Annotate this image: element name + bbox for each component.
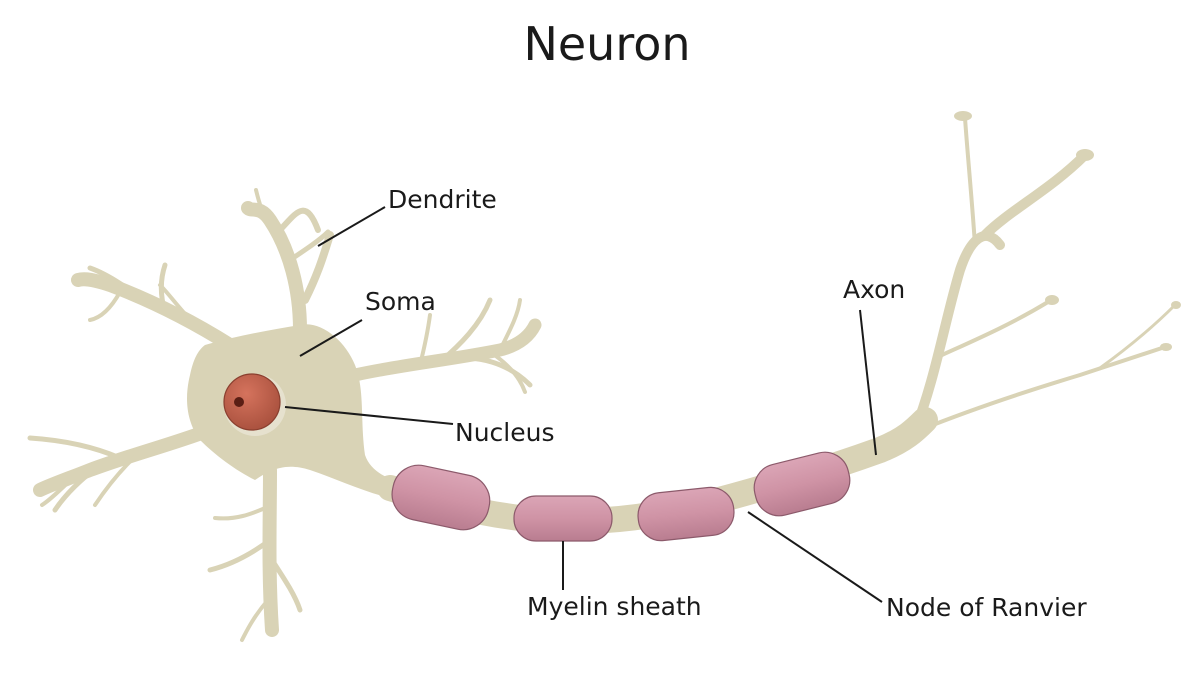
nucleus-leader bbox=[284, 406, 454, 425]
label-axon: Axon bbox=[843, 275, 905, 304]
nucleolus bbox=[234, 397, 244, 407]
axon-terminal-bulbs bbox=[954, 111, 1181, 351]
soma-leader bbox=[299, 319, 363, 357]
label-node-of-ranvier: Node of Ranvier bbox=[886, 593, 1087, 622]
label-myelin-sheath: Myelin sheath bbox=[527, 592, 702, 621]
myelin-segment bbox=[753, 451, 851, 517]
node-of-ranvier-leader bbox=[747, 511, 883, 603]
soma-body bbox=[187, 324, 400, 500]
label-soma: Soma bbox=[365, 287, 436, 316]
myelin-segments bbox=[391, 451, 851, 542]
dendrite-leader bbox=[317, 206, 386, 247]
dendrites bbox=[27, 188, 542, 642]
label-nucleus: Nucleus bbox=[455, 418, 555, 447]
axon-terminals bbox=[910, 116, 1177, 435]
leader-lines bbox=[284, 206, 883, 603]
myelin-segment bbox=[391, 464, 491, 531]
myelin-segment bbox=[637, 486, 735, 542]
nucleus bbox=[223, 373, 286, 436]
axon-leader bbox=[859, 309, 877, 456]
diagram-title: Neuron bbox=[523, 17, 690, 71]
myelin-segment bbox=[513, 495, 613, 542]
label-dendrite: Dendrite bbox=[388, 185, 497, 214]
